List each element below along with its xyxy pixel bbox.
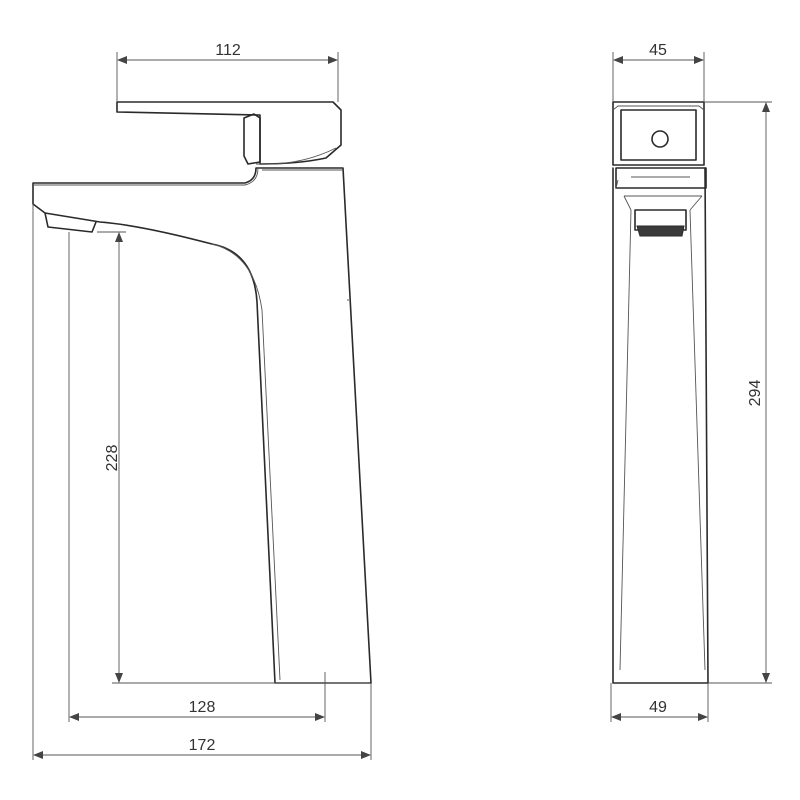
side-handle-hole <box>651 130 669 148</box>
front-view: 112 228 128 172 <box>32 42 372 760</box>
dim-label-total-depth: 172 <box>189 737 216 754</box>
dim-total-height: 294 <box>704 101 772 684</box>
faucet-body <box>32 167 372 684</box>
side-aerator <box>634 209 687 237</box>
dim-label-side-top-width: 45 <box>649 42 667 59</box>
dim-side-top-width: 45 <box>612 42 705 102</box>
dim-label-spout-height: 228 <box>104 445 121 472</box>
dim-base-width: 49 <box>610 683 709 722</box>
side-collar <box>615 167 707 189</box>
dim-label-handle-width: 112 <box>215 42 241 59</box>
side-body <box>612 167 709 684</box>
side-view: 45 294 49 <box>610 42 772 722</box>
side-handle <box>612 101 705 166</box>
dim-label-base-width: 49 <box>649 699 667 716</box>
dim-handle-width: 112 <box>116 42 339 102</box>
dim-label-spout-reach: 128 <box>189 699 216 716</box>
aerator <box>44 212 97 233</box>
dim-total-depth: 172 <box>32 204 372 760</box>
dim-spout-height: 228 <box>97 231 370 684</box>
lever-handle <box>116 101 342 165</box>
dim-label-total-height: 294 <box>747 380 764 407</box>
dim-spout-reach: 128 <box>68 232 326 722</box>
